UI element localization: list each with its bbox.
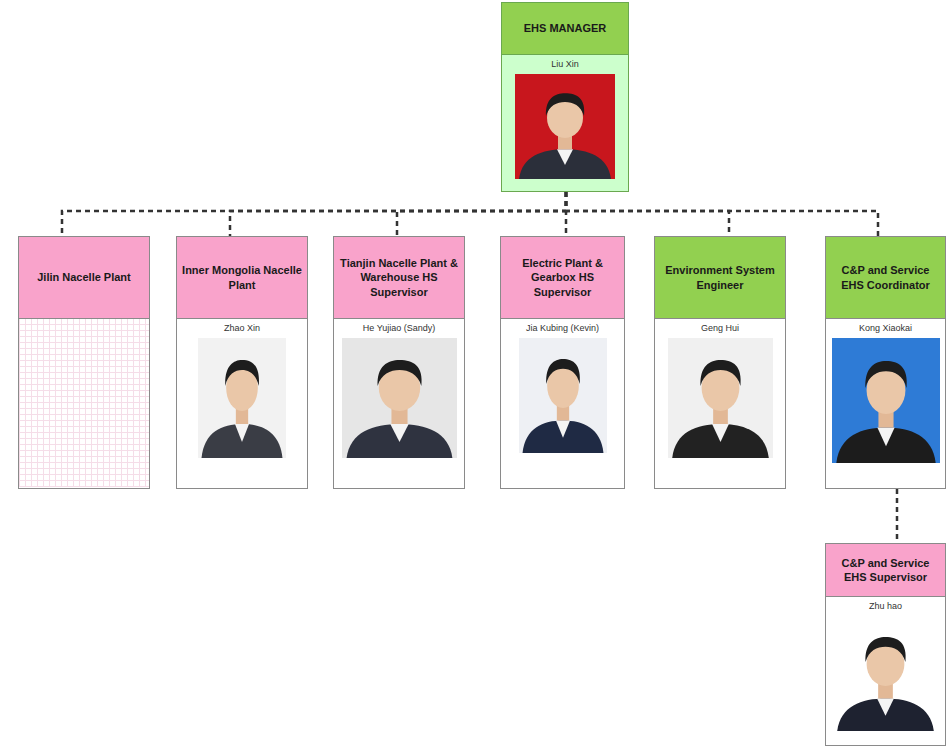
org-box: Inner Mongolia Nacelle PlantZhao Xin bbox=[176, 236, 308, 489]
person-name: Jia Kubing (Kevin) bbox=[501, 319, 624, 334]
box-body: Zhu hao bbox=[826, 597, 945, 744]
reporting-line bbox=[230, 192, 566, 236]
role-title: Inner Mongolia Nacelle Plant bbox=[181, 263, 303, 292]
title-band: Jilin Nacelle Plant bbox=[19, 237, 149, 319]
box-body: Jia Kubing (Kevin) bbox=[501, 319, 624, 487]
title-band: C&P and Service EHS Coordinator bbox=[826, 237, 945, 319]
title-band: Tianjin Nacelle Plant & Warehouse HS Sup… bbox=[334, 237, 464, 319]
role-title: C&P and Service EHS Supervisor bbox=[830, 556, 941, 585]
person-name: Zhu hao bbox=[826, 597, 945, 612]
org-box: EHS MANAGER Liu Xin bbox=[501, 2, 629, 192]
portrait-photo bbox=[832, 338, 940, 463]
person-name: Kong Xiaokai bbox=[826, 319, 945, 334]
title-band: Inner Mongolia Nacelle Plant bbox=[177, 237, 307, 319]
org-box: Environment System EngineerGeng Hui bbox=[654, 236, 786, 489]
role-title: Environment System Engineer bbox=[659, 263, 781, 292]
box-body: He Yujiao (Sandy) bbox=[334, 319, 464, 487]
person-name: Liu Xin bbox=[502, 55, 628, 70]
title-band: C&P and Service EHS Supervisor bbox=[826, 544, 945, 597]
org-box: Electric Plant & Gearbox HS SupervisorJi… bbox=[500, 236, 625, 489]
title-band: EHS MANAGER bbox=[502, 3, 628, 55]
reporting-line bbox=[565, 192, 568, 236]
person-name: Geng Hui bbox=[655, 319, 785, 334]
box-body: Kong Xiaokai bbox=[826, 319, 945, 487]
reporting-line bbox=[397, 192, 566, 236]
role-title: C&P and Service EHS Coordinator bbox=[830, 263, 941, 292]
reporting-line bbox=[62, 192, 566, 236]
portrait-photo bbox=[342, 338, 457, 458]
role-title: Tianjin Nacelle Plant & Warehouse HS Sup… bbox=[338, 256, 460, 299]
reporting-line bbox=[566, 192, 878, 236]
title-band: Electric Plant & Gearbox HS Supervisor bbox=[501, 237, 624, 319]
portrait-photo bbox=[668, 338, 773, 458]
reporting-line bbox=[896, 489, 899, 543]
org-box: C&P and Service EHS SupervisorZhu hao bbox=[825, 543, 946, 746]
person-name: Zhao Xin bbox=[177, 319, 307, 334]
org-box: Tianjin Nacelle Plant & Warehouse HS Sup… bbox=[333, 236, 465, 489]
box-body bbox=[19, 319, 149, 487]
portrait-photo bbox=[198, 338, 286, 458]
box-body: Liu Xin bbox=[502, 55, 628, 190]
org-box: C&P and Service EHS CoordinatorKong Xiao… bbox=[825, 236, 946, 489]
box-body: Geng Hui bbox=[655, 319, 785, 487]
role-title: Electric Plant & Gearbox HS Supervisor bbox=[505, 256, 620, 299]
portrait-photo bbox=[519, 338, 607, 453]
portrait-photo bbox=[515, 74, 615, 179]
portrait-photo bbox=[833, 616, 938, 731]
person-name: He Yujiao (Sandy) bbox=[334, 319, 464, 334]
title-band: Environment System Engineer bbox=[655, 237, 785, 319]
role-title: EHS MANAGER bbox=[524, 21, 607, 35]
box-body: Zhao Xin bbox=[177, 319, 307, 487]
role-title: Jilin Nacelle Plant bbox=[37, 270, 131, 284]
org-box: Jilin Nacelle Plant bbox=[18, 236, 150, 489]
reporting-line bbox=[566, 192, 729, 236]
